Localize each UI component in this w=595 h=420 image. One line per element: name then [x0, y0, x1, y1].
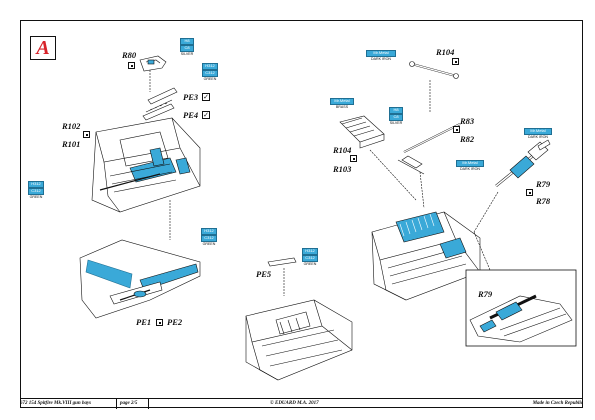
r83-rod-drawing — [397, 123, 461, 175]
left-gun-bay-drawing — [91, 117, 201, 213]
footer-divider — [116, 399, 117, 409]
label-pe3: PE3 — [183, 92, 199, 102]
footer-copyright: © EDUARD M.A. 2017 — [270, 401, 319, 406]
label-r104-top: R104 — [436, 47, 455, 57]
part-r80-drawing — [139, 55, 167, 72]
part-icon-pe1 — [156, 319, 163, 326]
color-tag-dark-iron-3: Mr.Metal DARK IRON — [524, 128, 552, 139]
cannon-barrel-drawing — [495, 139, 551, 188]
color-tag-green-1: H312 C312 GREEN — [202, 63, 218, 82]
color-tag-green-2: H312 C312 GREEN — [28, 181, 44, 200]
checkbox-pe4: ✓ — [202, 111, 210, 119]
part-icon-r79 — [526, 189, 533, 196]
color-tag-silver-1: H8 C8 SILVER — [180, 38, 194, 57]
right-gun-bay-drawing — [371, 211, 481, 301]
color-tag-brass: Mr.Metal BRASS — [330, 98, 354, 109]
label-pe1: PE1 — [136, 317, 152, 327]
color-tag-dark-iron-1: Mr.Metal DARK IRON — [366, 50, 396, 61]
label-r101: R101 — [62, 139, 81, 149]
label-r102: R102 — [62, 121, 81, 131]
label-pe2: PE2 — [167, 317, 183, 327]
label-r79: R79 — [536, 179, 551, 189]
footer-divider — [148, 399, 149, 409]
pe1-pe2-panel-drawing — [79, 239, 201, 319]
footer-product: 672 154 Spitfire Mk.VIII gun bays — [20, 401, 92, 406]
label-r78: R78 — [536, 196, 551, 206]
part-icon-r80 — [128, 62, 135, 69]
section-letter-box: A — [30, 36, 56, 60]
color-tag-silver-2: H8 C8 SILVER — [389, 107, 403, 126]
label-r104: R104 — [333, 145, 352, 155]
footer-page: page 2/5 — [120, 401, 138, 406]
label-r82: R82 — [460, 134, 475, 144]
label-pe4: PE4 — [183, 110, 199, 120]
inset-detail-drawing — [465, 269, 577, 347]
footer-bar: 672 154 Spitfire Mk.VIII gun bays page 2… — [20, 398, 583, 409]
footer-origin: Made in Czech Republic — [532, 401, 583, 406]
label-r83: R83 — [460, 116, 475, 126]
label-r79-inset: R79 — [478, 289, 493, 299]
section-letter: A — [36, 37, 50, 59]
part-pe3-drawing — [142, 87, 178, 121]
page-frame — [20, 20, 583, 408]
pe5-assembly-drawing — [245, 257, 353, 381]
color-tag-dark-iron-2: Mr.Metal DARK IRON — [456, 160, 484, 171]
color-tag-green-4: H312 C312 GREEN — [302, 248, 318, 267]
label-r80: R80 — [122, 50, 137, 60]
part-icon-r83 — [453, 126, 460, 133]
brass-block-drawing — [339, 115, 385, 149]
label-pe5: PE5 — [256, 269, 272, 279]
part-icon-r104 — [350, 155, 357, 162]
checkbox-pe3: ✓ — [202, 93, 210, 101]
part-icon-r102 — [83, 131, 90, 138]
label-r103: R103 — [333, 164, 352, 174]
part-icon-r104-top — [452, 58, 459, 65]
color-tag-green-3: H312 C312 GREEN — [201, 228, 217, 247]
r104-rod-drawing — [409, 61, 459, 79]
